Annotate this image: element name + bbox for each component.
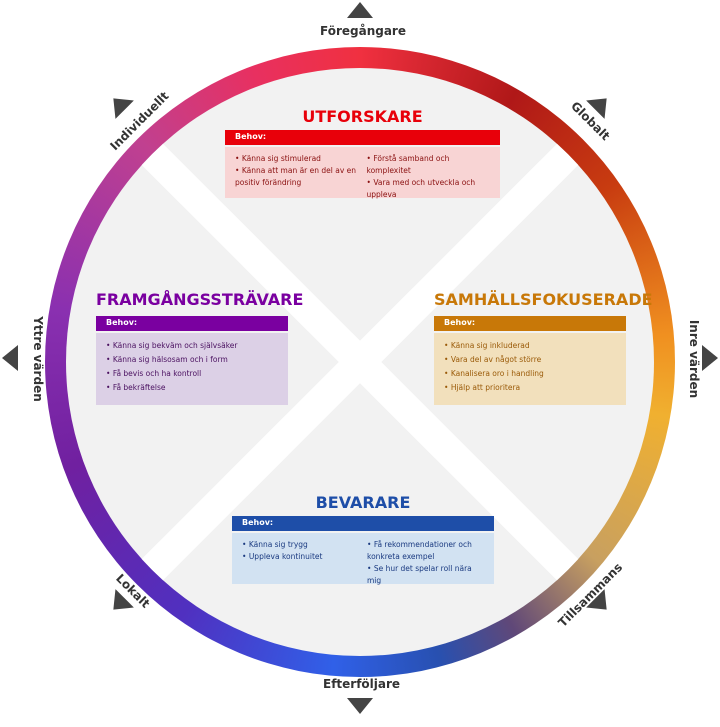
axis-label-top: Föregångare <box>320 24 406 38</box>
arrow-right-icon <box>702 345 718 371</box>
needs-header: Behov: <box>434 316 626 331</box>
need-item: Kanalisera oro i handling <box>444 367 616 381</box>
axis-label-bottom: Efterföljare <box>323 677 401 691</box>
needs-header: Behov: <box>232 516 494 531</box>
needs-header: Behov: <box>225 130 500 145</box>
segment-title-samhallsfokuserade: SAMHÄLLSFOKUSERADE <box>434 290 653 309</box>
need-item: Känna sig hälsosam och i form <box>106 353 278 367</box>
needs-box-samhallsfokuserade: Behov: Känna sig inkluderadVara del av n… <box>434 316 626 405</box>
need-item: Känna sig bekväm och självsäker <box>106 339 278 353</box>
need-item: Få bevis och ha kontroll <box>106 367 278 381</box>
need-item: Hjälp att prioritera <box>444 381 616 395</box>
arrow-down-icon <box>347 698 373 714</box>
needs-header: Behov: <box>96 316 288 331</box>
segment-title-bevarare: BEVARARE <box>315 493 411 512</box>
segment-title-utforskare: UTFORSKARE <box>302 107 423 126</box>
need-item: Känna sig inkluderad <box>444 339 616 353</box>
need-item: Uppleva kontinuitet <box>242 551 359 563</box>
need-item: Förstå samband och komplexitet <box>367 153 491 177</box>
need-item: Känna sig stimulerad <box>235 153 359 165</box>
needs-box-framgangsstravare: Behov: Känna sig bekväm och självsäkerKä… <box>96 316 288 405</box>
arrow-left-icon <box>2 345 18 371</box>
needs-box-utforskare: Behov: Känna sig stimuleradKänna att man… <box>225 130 500 201</box>
need-item: Känna sig trygg <box>242 539 359 551</box>
axis-label-right: Inre värden <box>687 319 702 399</box>
need-item: Få rekommendationer och konkreta exempel <box>367 539 484 563</box>
need-item: Få bekräftelse <box>106 381 278 395</box>
need-item: Vara med och utveckla och uppleva <box>367 177 491 201</box>
needs-box-bevarare: Behov: Känna sig tryggUppleva kontinuite… <box>232 516 494 587</box>
axis-label-left: Yttre värden <box>30 316 45 402</box>
need-item: Vara del av något större <box>444 353 616 367</box>
need-item: Känna att man är en del av en positiv fö… <box>235 165 359 189</box>
arrow-up-icon <box>347 2 373 18</box>
need-item: Se hur det spelar roll nära mig <box>367 563 484 587</box>
segment-title-framgangsstravare: FRAMGÅNGSSTRÄVARE <box>96 290 304 309</box>
